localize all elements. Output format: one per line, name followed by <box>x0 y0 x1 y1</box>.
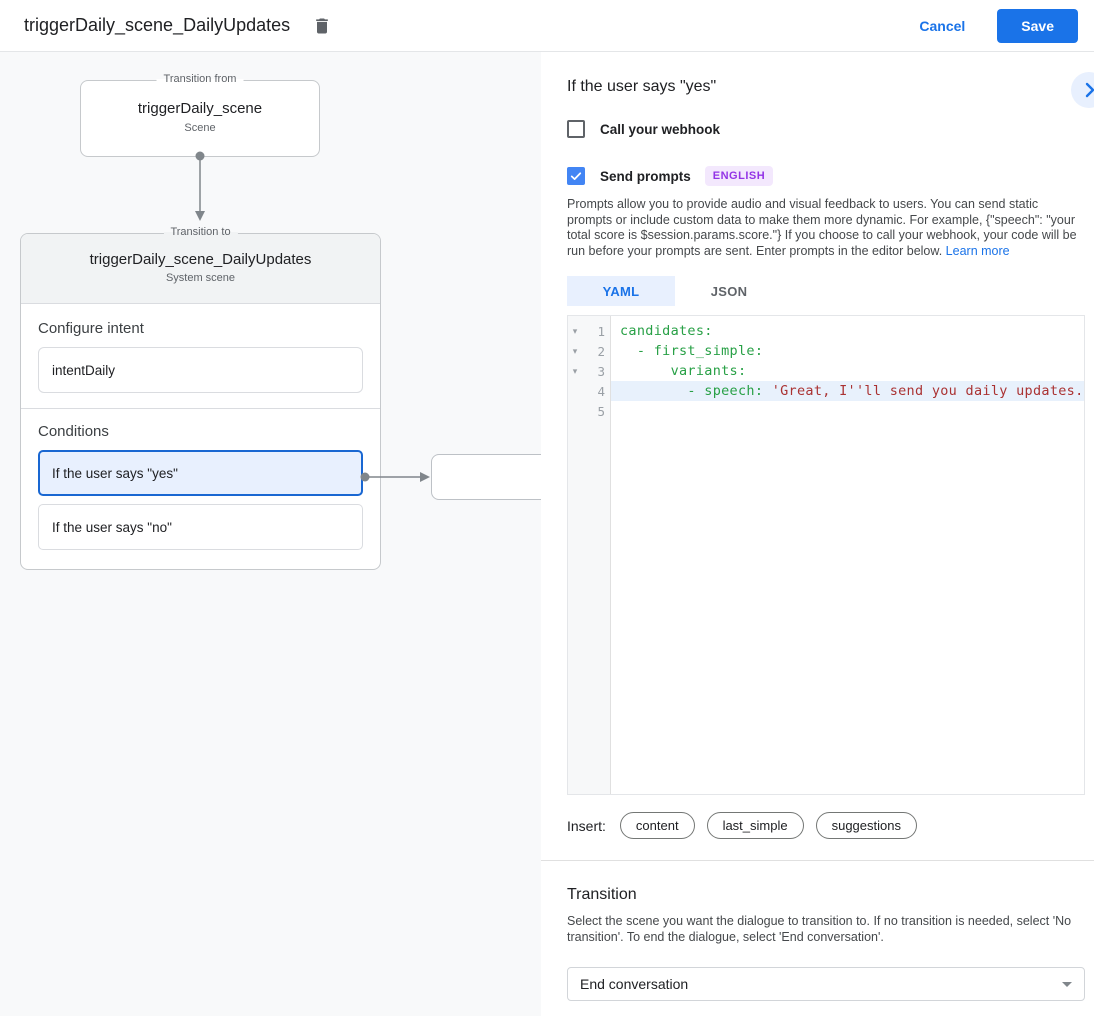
send-prompts-label: Send prompts <box>600 168 691 184</box>
to-scene-header: triggerDaily_scene_DailyUpdates System s… <box>21 234 380 304</box>
fold-toggle-icon[interactable]: ▾ <box>572 345 578 356</box>
transition-target-node[interactable] <box>431 454 541 500</box>
condition-panel-title: If the user says "yes" <box>567 78 717 95</box>
prompt-code-editor[interactable]: ▾1 ▾2 ▾3 ▾4 ▾5 candidates: - first_simpl… <box>567 315 1085 795</box>
transition-select[interactable]: End conversation <box>567 967 1085 1001</box>
line-number: 5 <box>597 403 605 419</box>
page-title: triggerDaily_scene_DailyUpdates <box>24 15 291 35</box>
yaml-key: variants: <box>620 363 747 379</box>
transition-description: Select the scene you want the dialogue t… <box>567 914 1072 944</box>
editor-code-area[interactable]: candidates: - first_simple: variants: - … <box>611 316 1084 794</box>
delete-scene-button[interactable] <box>308 12 336 40</box>
fold-toggle-icon[interactable]: ▾ <box>572 365 578 376</box>
line-number: 1 <box>597 323 605 339</box>
send-prompts-checkbox[interactable] <box>567 167 585 185</box>
conditions-heading: Conditions <box>38 423 109 440</box>
code-line: variants: <box>611 361 1084 381</box>
editor-format-tabs: YAML JSON <box>567 276 1085 306</box>
yaml-key: candidates: <box>620 323 713 339</box>
line-number: 4 <box>597 383 605 399</box>
app-header: triggerDaily_scene_DailyUpdates Cancel S… <box>0 0 1094 52</box>
insert-content-chip[interactable]: content <box>619 812 695 839</box>
caret-down-icon <box>1061 981 1072 987</box>
checkmark-icon <box>569 169 583 183</box>
language-badge: ENGLISH <box>704 166 774 186</box>
code-line-highlighted: - speech: 'Great, I''ll send you daily u… <box>611 381 1084 401</box>
transition-to-node: Transition to triggerDaily_scene_DailyUp… <box>20 226 381 570</box>
card-divider <box>21 408 380 409</box>
transition-heading: Transition <box>567 886 637 903</box>
insert-suggestions-chip[interactable]: suggestions <box>815 812 917 839</box>
code-line: candidates: <box>611 321 1084 341</box>
transition-from-legend: Transition from <box>156 73 244 85</box>
insert-toolbar: Insert: content last_simple suggestions <box>567 812 1085 839</box>
insert-label: Insert: <box>567 817 606 834</box>
condition-item-yes[interactable]: If the user says "yes" <box>38 450 363 496</box>
prompts-description-text: Prompts allow you to provide audio and v… <box>567 197 1077 258</box>
yaml-value: 'Great, I''ll send you daily updates. <box>771 383 1084 399</box>
panel-divider <box>541 860 1094 861</box>
from-scene-type: Scene <box>184 122 216 134</box>
call-webhook-label: Call your webhook <box>600 121 721 137</box>
line-number: 3 <box>597 363 605 379</box>
condition-item-no[interactable]: If the user says "no" <box>38 504 363 550</box>
code-line <box>611 401 1084 421</box>
save-button[interactable]: Save <box>997 8 1078 43</box>
insert-last-simple-chip[interactable]: last_simple <box>706 812 804 839</box>
tab-yaml[interactable]: YAML <box>567 276 675 306</box>
from-scene-name: triggerDaily_scene <box>137 100 263 117</box>
transition-to-legend: Transition to <box>163 226 238 238</box>
collapse-panel-button[interactable] <box>1070 72 1094 108</box>
prompts-description: Prompts allow you to provide audio and v… <box>567 197 1085 259</box>
code-line: - first_simple: <box>611 341 1084 361</box>
transition-from-node[interactable]: Transition from triggerDaily_scene Scene <box>80 73 320 157</box>
chevron-right-icon <box>1077 78 1094 102</box>
configure-intent-heading: Configure intent <box>38 320 144 337</box>
condition-detail-panel: If the user says "yes" Call your webhook… <box>541 52 1094 1016</box>
editor-gutter: ▾1 ▾2 ▾3 ▾4 ▾5 <box>568 316 611 794</box>
line-number: 2 <box>597 343 605 359</box>
to-scene-name: triggerDaily_scene_DailyUpdates <box>89 251 312 268</box>
intent-item[interactable]: intentDaily <box>38 347 363 393</box>
call-webhook-checkbox[interactable] <box>567 120 585 138</box>
to-scene-type: System scene <box>165 272 236 284</box>
scene-flow-canvas: Transition from triggerDaily_scene Scene… <box>0 52 541 1016</box>
tab-json[interactable]: JSON <box>710 283 748 299</box>
learn-more-link[interactable]: Learn more <box>945 243 1010 258</box>
fold-toggle-icon[interactable]: ▾ <box>572 325 578 336</box>
yaml-key: - speech: <box>620 383 772 399</box>
cancel-button[interactable]: Cancel <box>907 10 977 42</box>
transition-select-value: End conversation <box>580 976 689 992</box>
trash-icon <box>312 16 332 36</box>
yaml-key: - first_simple: <box>620 343 764 359</box>
